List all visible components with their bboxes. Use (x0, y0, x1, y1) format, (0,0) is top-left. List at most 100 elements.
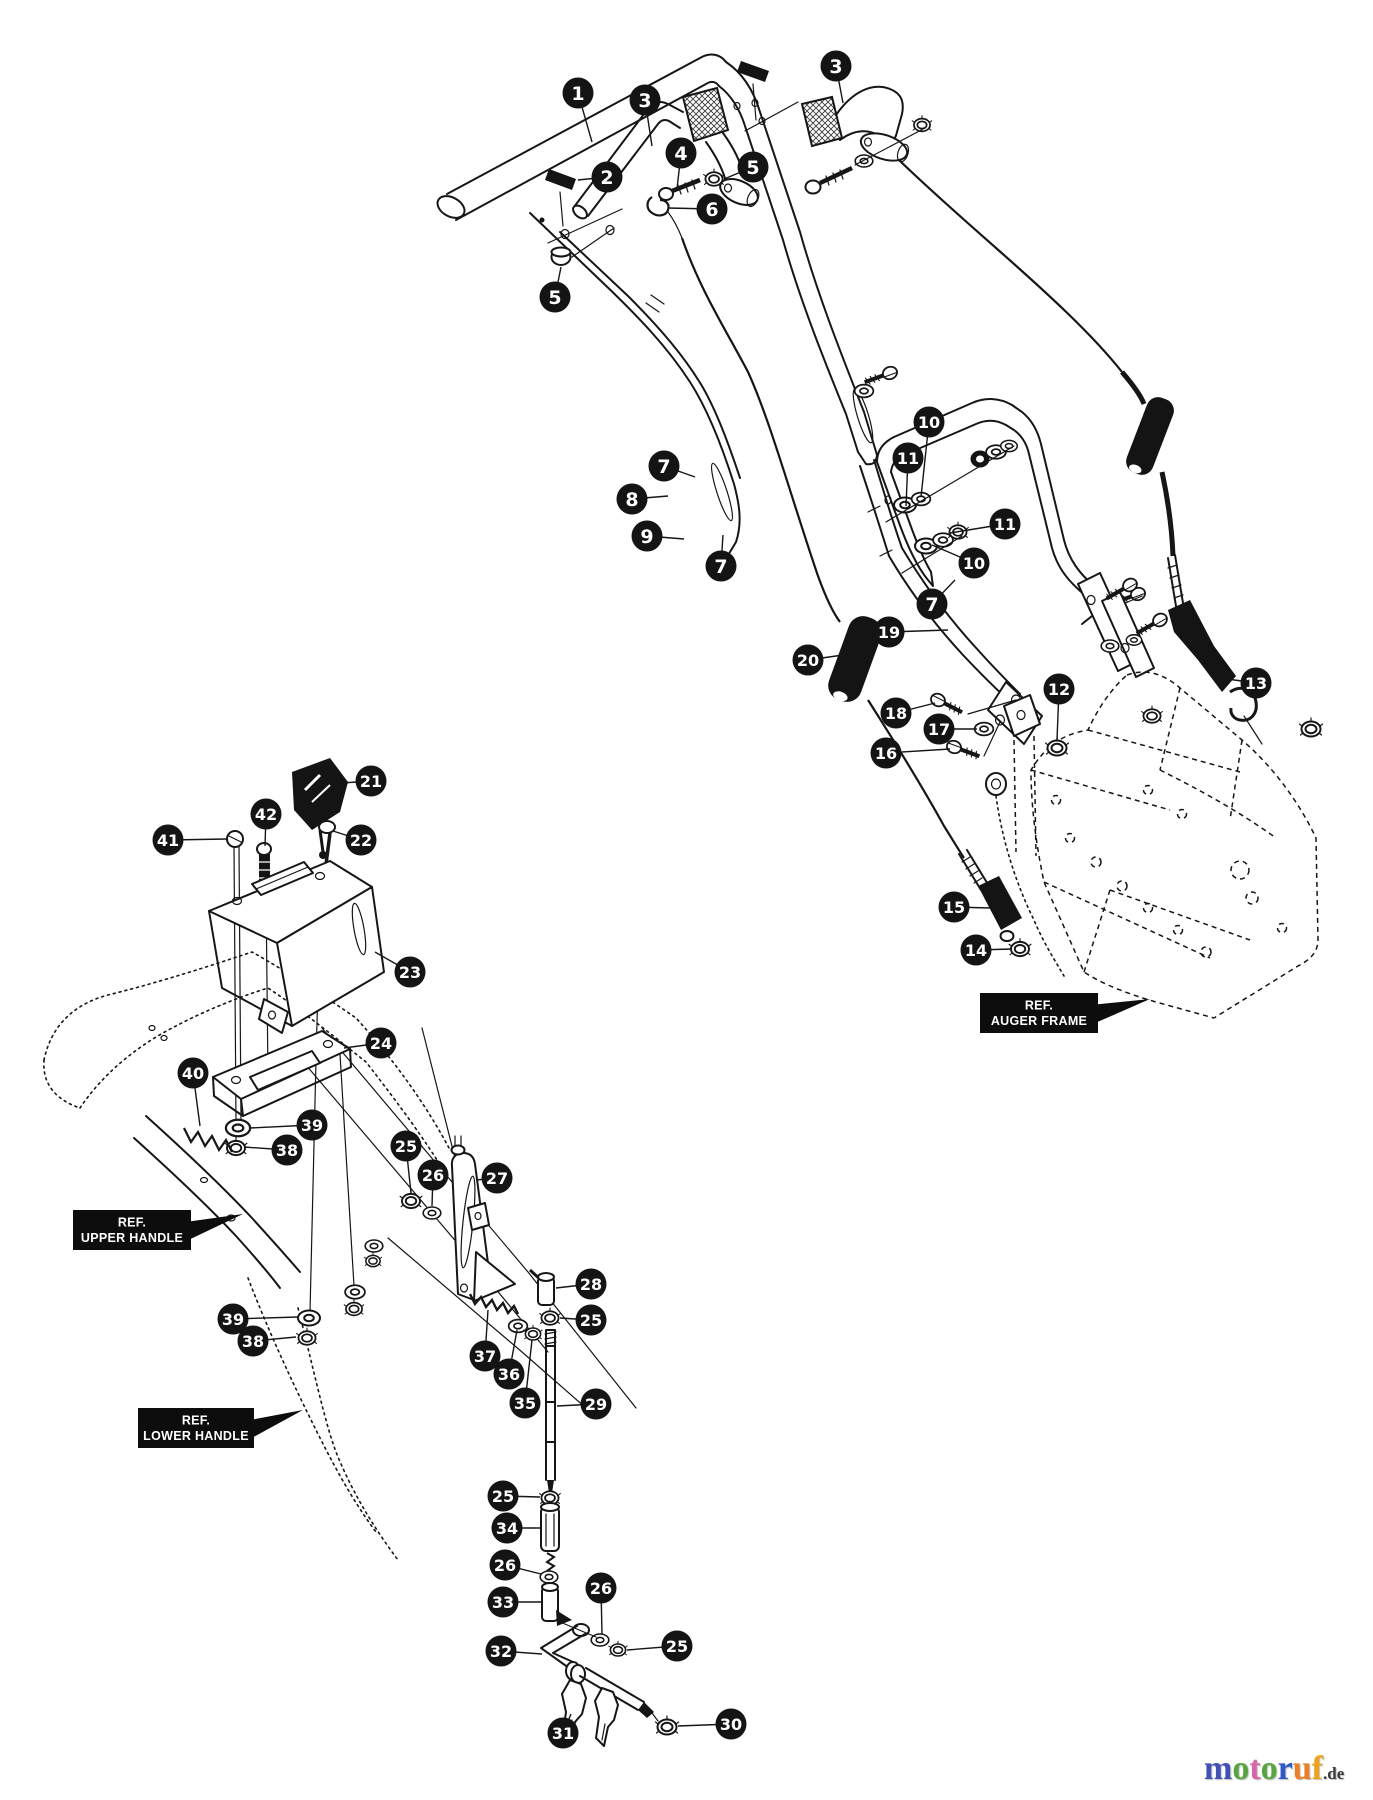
callout-number: 37 (474, 1347, 496, 1366)
callout-5: 5 (737, 151, 769, 183)
callout-number: 42 (255, 805, 277, 824)
callout-10: 10 (913, 406, 945, 438)
callout-25: 25 (390, 1130, 422, 1162)
callout-number: 7 (925, 594, 938, 616)
callout-number: 15 (943, 898, 965, 917)
callout-6: 6 (696, 193, 728, 225)
callout-number: 13 (1245, 674, 1267, 693)
cable-grip-right (1126, 397, 1174, 475)
control-bail (572, 86, 760, 239)
callout-number: 28 (580, 1275, 602, 1294)
callout-number: 29 (585, 1395, 607, 1414)
callout-3: 3 (629, 84, 661, 116)
callout-number: 31 (552, 1724, 574, 1743)
callout-8: 8 (616, 483, 648, 515)
auger-frame (985, 671, 1319, 1019)
callout-number: 9 (640, 526, 653, 548)
callout-9: 9 (631, 520, 663, 552)
callout-11: 11 (892, 442, 924, 474)
callout-18: 18 (880, 697, 912, 729)
watermark-letter: o (1260, 1750, 1278, 1787)
lever-grip (800, 95, 844, 148)
ref-label-line2: LOWER HANDLE (143, 1429, 249, 1443)
ref-label-line1: REF. (182, 1414, 210, 1428)
watermark-word: motoruf (1204, 1750, 1323, 1787)
callout-number: 3 (829, 56, 842, 78)
callout-25: 25 (575, 1304, 607, 1336)
callout-38: 38 (237, 1325, 269, 1357)
callout-14: 14 (960, 934, 992, 966)
callout-number: 7 (714, 556, 727, 578)
callout-number: 7 (657, 456, 670, 478)
watermark-letter: m (1204, 1750, 1233, 1787)
callout-number: 35 (514, 1394, 536, 1413)
callout-number: 6 (705, 199, 718, 221)
callout-number: 18 (885, 704, 907, 723)
callout-number: 11 (994, 515, 1016, 534)
callout-number: 32 (490, 1642, 512, 1661)
callout-number: 19 (878, 623, 900, 642)
callout-number: 38 (276, 1141, 298, 1160)
callout-number: 41 (157, 831, 179, 850)
callout-number: 24 (370, 1034, 392, 1053)
callout-number: 16 (875, 744, 897, 763)
callout-20: 20 (792, 644, 824, 676)
callout-number: 20 (797, 651, 819, 670)
callout-26: 26 (489, 1549, 521, 1581)
callout-25: 25 (661, 1630, 693, 1662)
callout-number: 5 (746, 157, 759, 179)
cables (680, 159, 1324, 958)
control-panel-assembly (183, 758, 456, 1346)
ref-label-line2: AUGER FRAME (991, 1014, 1087, 1028)
callout-22: 22 (345, 824, 377, 856)
callout-number: 25 (580, 1311, 602, 1330)
callout-25: 25 (487, 1480, 519, 1512)
right-lever (800, 85, 933, 195)
handle-pin-right (737, 61, 769, 82)
callout-30: 30 (715, 1708, 747, 1740)
callout-15: 15 (938, 891, 970, 923)
upper-handlebar (436, 53, 878, 563)
callout-number: 34 (496, 1519, 518, 1538)
callout-number: 11 (897, 449, 919, 468)
callout-35: 35 (509, 1387, 541, 1419)
watermark-letter: u (1292, 1750, 1312, 1787)
ref-label-auger-frame: REF.AUGER FRAME (980, 993, 1150, 1033)
ref-label-line2: UPPER HANDLE (81, 1231, 183, 1245)
callout-3: 3 (820, 50, 852, 82)
callout-39: 39 (296, 1109, 328, 1141)
callout-40: 40 (177, 1057, 209, 1089)
callout-21: 21 (355, 765, 387, 797)
spring-40 (183, 1127, 233, 1153)
callout-10: 10 (958, 547, 990, 579)
callout-number: 23 (399, 963, 421, 982)
watermark-letter: r (1277, 1750, 1293, 1787)
callout-number: 26 (590, 1579, 612, 1598)
cable-grip-20 (828, 616, 882, 702)
spring-37 (468, 1293, 520, 1316)
callout-7: 7 (916, 588, 948, 620)
callout-4: 4 (665, 137, 697, 169)
callout-23: 23 (394, 956, 426, 988)
callout-number: 2 (600, 167, 613, 189)
callout-7: 7 (705, 550, 737, 582)
callout-number: 26 (422, 1166, 444, 1185)
callout-number: 22 (350, 831, 372, 850)
phantom-upper-handle (43, 951, 637, 1561)
callout-number: 38 (242, 1332, 264, 1351)
ref-label-line1: REF. (1025, 999, 1053, 1013)
callout-number: 12 (1048, 680, 1070, 699)
callout-26: 26 (585, 1572, 617, 1604)
ref-label-line1: REF. (118, 1216, 146, 1230)
callout-number: 1 (571, 83, 584, 105)
callout-29: 29 (580, 1388, 612, 1420)
callout-1: 1 (562, 77, 594, 109)
shift-fork-2 (594, 1687, 619, 1747)
callout-number: 26 (494, 1556, 516, 1575)
watermark-letter: f (1311, 1750, 1323, 1787)
callout-37: 37 (469, 1340, 501, 1372)
handle-pin (545, 169, 576, 190)
